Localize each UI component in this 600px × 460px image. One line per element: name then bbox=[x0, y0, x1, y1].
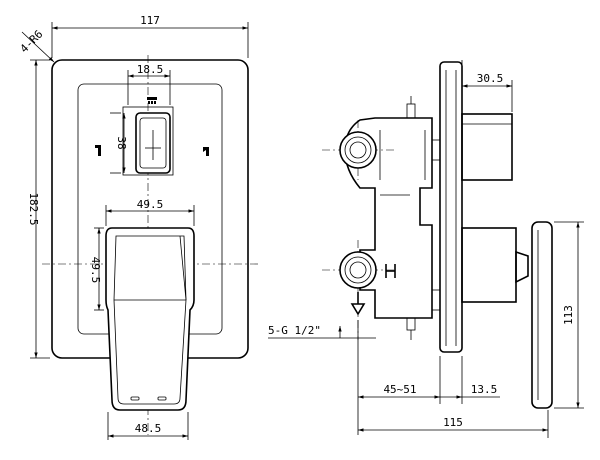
dim-depth-range: 45~51 bbox=[383, 383, 416, 396]
dim-handle-height: 49.5 bbox=[89, 257, 102, 284]
dim-plate-height: 182.5 bbox=[27, 192, 40, 225]
side-handle-plate bbox=[531, 221, 553, 409]
side-view: 30.5 5-G 1/2" 45~51 13.5 115 113 bbox=[268, 60, 584, 438]
dim-thread: 5-G 1/2" bbox=[268, 324, 321, 337]
bath-spout-left-icon bbox=[95, 145, 101, 156]
front-view: 117 4-R6 18.5 38 182.5 49.5 49.5 48 bbox=[18, 14, 258, 440]
dim-total-depth: 115 bbox=[443, 416, 463, 429]
side-cover-plate bbox=[439, 61, 463, 353]
dim-handle-width-top: 49.5 bbox=[137, 198, 164, 211]
dim-slot-height: 38 bbox=[115, 136, 128, 149]
mixer-handle bbox=[105, 227, 195, 411]
dim-handle-plate-height: 113 bbox=[562, 305, 575, 325]
side-handle-body bbox=[461, 227, 517, 303]
dim-slot-width: 18.5 bbox=[137, 63, 164, 76]
dim-plate-offset: 13.5 bbox=[471, 383, 498, 396]
side-diverter-body bbox=[461, 113, 513, 181]
dim-corner-radius: 4-R6 bbox=[18, 28, 46, 56]
dim-total-width: 117 bbox=[140, 14, 160, 27]
diverter-knob-face bbox=[139, 117, 167, 169]
outlet-arrow-icon bbox=[350, 292, 366, 316]
bath-spout-right-icon bbox=[203, 147, 209, 156]
hot-inlet-icon bbox=[385, 264, 396, 278]
dim-handle-width-bottom: 48.5 bbox=[135, 422, 162, 435]
shower-head-icon bbox=[147, 97, 157, 104]
dim-side-protrusion: 30.5 bbox=[477, 72, 504, 85]
